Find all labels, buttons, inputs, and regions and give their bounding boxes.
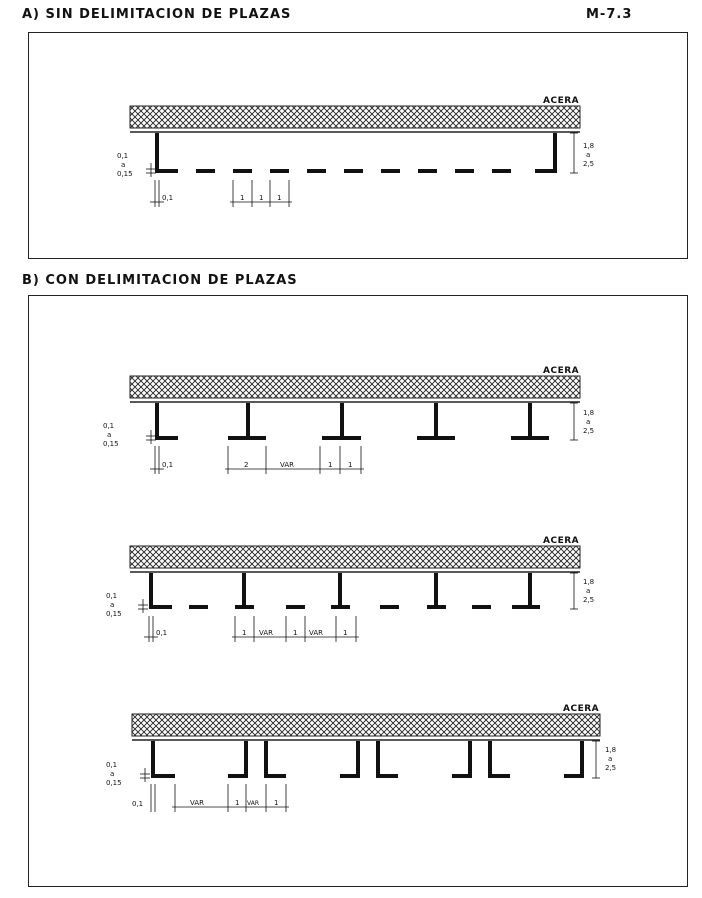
length-dim-mid: a: [586, 587, 590, 595]
length-dim-mid: a: [586, 151, 590, 159]
t-markings: [235, 573, 540, 609]
section-b-frame: [28, 295, 688, 887]
acera-label: ACERA: [543, 366, 579, 376]
line-width-dimension: [144, 616, 158, 642]
dimension-chain: [225, 446, 364, 474]
sidewalk-hatch: [129, 375, 581, 399]
width-dim-mid: a: [107, 431, 111, 439]
var-dim-a: VAR: [259, 629, 273, 637]
t-bar-dim: 2: [244, 461, 248, 469]
dimension-chain: [172, 784, 289, 812]
end-marking-left: [149, 573, 172, 609]
width-dim-bot: 0,15: [103, 440, 119, 448]
double-l-markings: [151, 741, 584, 778]
page-code: M-7.3: [586, 7, 633, 22]
sidewalk-hatch: [129, 545, 581, 569]
dash-dim-2: 1: [277, 194, 281, 202]
one-dim-b: 1: [274, 799, 278, 807]
width-dimension: [140, 768, 150, 782]
length-dim-top: 1,8: [583, 142, 594, 150]
width-dim-mid: a: [121, 161, 125, 169]
length-dim-mid: a: [586, 418, 590, 426]
diagram-a: ACERA 1,8 a 2,5: [117, 96, 594, 207]
t-markings: [228, 403, 549, 440]
length-dim-bot: 2,5: [583, 596, 594, 604]
width-dimension: [146, 430, 156, 444]
one-dim-c: 1: [343, 629, 347, 637]
length-dim-mid: a: [608, 755, 612, 763]
section-a-title: A) SIN DELIMITACION DE PLAZAS: [22, 7, 292, 22]
section-a-frame: [28, 32, 688, 259]
end-marking-left: [155, 133, 178, 173]
length-dimension: [570, 402, 578, 441]
var-dim-b: VAR: [247, 800, 259, 807]
width-dim-top: 0,1: [103, 422, 114, 430]
line-gap-label: 0,1: [162, 194, 173, 202]
diagram-b1: ACERA 1,8 a 2,5 0,1 a 0,15 0,1: [103, 366, 594, 474]
one-dim-b: 1: [293, 629, 297, 637]
sidewalk-hatch: [131, 713, 601, 737]
length-dim-top: 1,8: [583, 409, 594, 417]
section-b-title: B) CON DELIMITACION DE PLAZAS: [22, 273, 298, 288]
line-gap-label: 0,1: [162, 461, 173, 469]
dimension-chain: [232, 616, 359, 642]
line-gap-label: 0,1: [156, 629, 167, 637]
width-dimension: [146, 163, 156, 177]
one-dim-a: 1: [235, 799, 239, 807]
length-dim-bot: 2,5: [605, 764, 616, 772]
width-dim-bot: 0,15: [117, 170, 133, 178]
length-dim-bot: 2,5: [583, 160, 594, 168]
var-dim-a: VAR: [190, 799, 204, 807]
one-dim-b: 1: [348, 461, 352, 469]
length-dimension: [570, 132, 578, 174]
width-dim-top: 0,1: [106, 761, 117, 769]
one-dim-a: 1: [328, 461, 332, 469]
diagram-b3: ACERA 1,8 a 2,5 0,1 a 0,15: [106, 704, 616, 812]
dashed-limit-line: [196, 169, 511, 173]
var-dim: VAR: [280, 461, 294, 469]
length-dim-top: 1,8: [583, 578, 594, 586]
end-marking-right: [535, 133, 557, 173]
length-dim-bot: 2,5: [583, 427, 594, 435]
line-width-dimension: [150, 180, 164, 207]
diagram-b2: ACERA 1,8 a 2,5 0,1 a 0,15: [106, 536, 594, 642]
width-dimension: [138, 599, 148, 613]
acera-label: ACERA: [543, 96, 579, 106]
acera-label: ACERA: [563, 704, 599, 714]
width-dim-bot: 0,15: [106, 779, 122, 787]
length-dimension: [592, 740, 600, 779]
length-dim-top: 1,8: [605, 746, 616, 754]
var-dim-b: VAR: [309, 629, 323, 637]
line-width-dimension: [150, 784, 156, 812]
acera-label: ACERA: [543, 536, 579, 546]
length-dimension: [570, 572, 578, 610]
width-dim-top: 0,1: [117, 152, 128, 160]
gap-dim-1: 1: [259, 194, 263, 202]
line-gap-label: 0,1: [132, 800, 143, 808]
dashed-segments: [189, 605, 491, 609]
dash-dim-1: 1: [240, 194, 244, 202]
end-marking-left: [155, 403, 178, 440]
width-dim-bot: 0,15: [106, 610, 122, 618]
dash-dimension-chain: [230, 180, 292, 207]
width-dim-mid: a: [110, 770, 114, 778]
width-dim-top: 0,1: [106, 592, 117, 600]
line-width-dimension: [150, 446, 164, 474]
width-dim-mid: a: [110, 601, 114, 609]
one-dim-a: 1: [242, 629, 246, 637]
sidewalk-hatch: [129, 105, 581, 129]
